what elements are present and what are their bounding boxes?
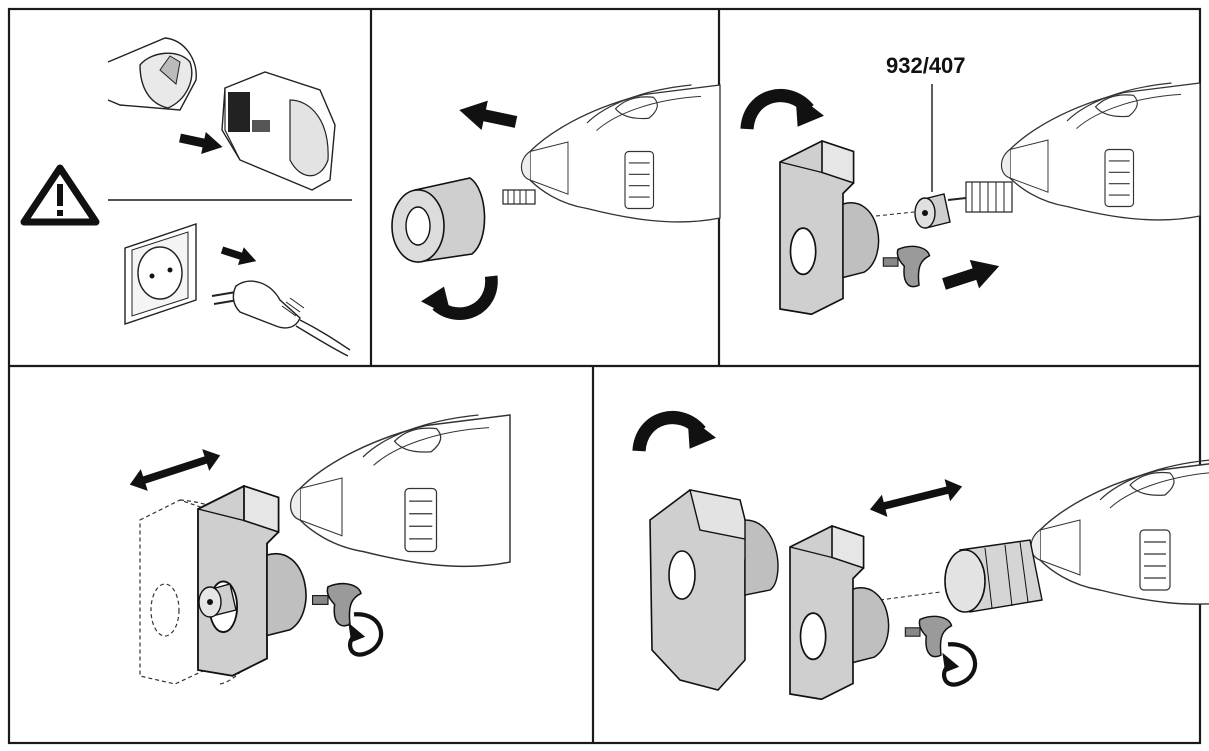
tool-nose-cylinder — [944, 539, 1043, 613]
black-arrow-icon — [177, 126, 225, 159]
part-number-label: 932/407 — [886, 53, 966, 78]
curved-rotate-arrow-icon — [942, 644, 975, 684]
rotary-tool — [1030, 459, 1209, 605]
curved-rotate-arrow-icon — [419, 276, 497, 322]
panel-grid — [7, 7, 1202, 745]
curved-rotate-arrow-icon — [348, 614, 381, 654]
rotary-tool — [1000, 82, 1201, 221]
black-arrow-icon — [456, 95, 520, 137]
grinding-stone — [914, 193, 967, 229]
panel-adjust-position — [126, 414, 511, 685]
nose-cap — [391, 177, 486, 263]
curved-rotate-arrow-icon — [747, 94, 824, 129]
wing-screw — [904, 615, 953, 658]
rotary-tool — [520, 84, 721, 223]
panel-exchange-attachment — [639, 416, 1209, 701]
tool-handle-end — [107, 37, 197, 111]
grinding-stone — [198, 583, 237, 618]
sharpening-attachment — [789, 525, 890, 701]
panel-safety — [20, 37, 352, 357]
wing-screw — [882, 245, 931, 288]
double-headed-arrow-icon — [126, 444, 224, 496]
wall-socket — [124, 223, 197, 325]
black-arrow-icon — [219, 241, 260, 270]
threaded-spindle — [502, 189, 536, 205]
power-plug — [211, 280, 351, 357]
rotary-tool — [289, 414, 511, 568]
warning-triangle-icon — [20, 164, 100, 226]
alternate-attachment — [649, 489, 779, 691]
collet — [965, 181, 1013, 213]
curved-rotate-arrow-icon — [639, 416, 716, 451]
wing-screw — [311, 582, 362, 627]
black-arrow-icon — [939, 251, 1004, 299]
panel-remove-cap — [391, 84, 721, 322]
sharpening-attachment — [197, 485, 307, 677]
battery-pack — [221, 71, 336, 191]
sharpening-attachment — [779, 140, 880, 316]
double-headed-arrow-icon — [867, 475, 965, 521]
panel-attach-accessory: 932/407 — [747, 53, 1201, 316]
